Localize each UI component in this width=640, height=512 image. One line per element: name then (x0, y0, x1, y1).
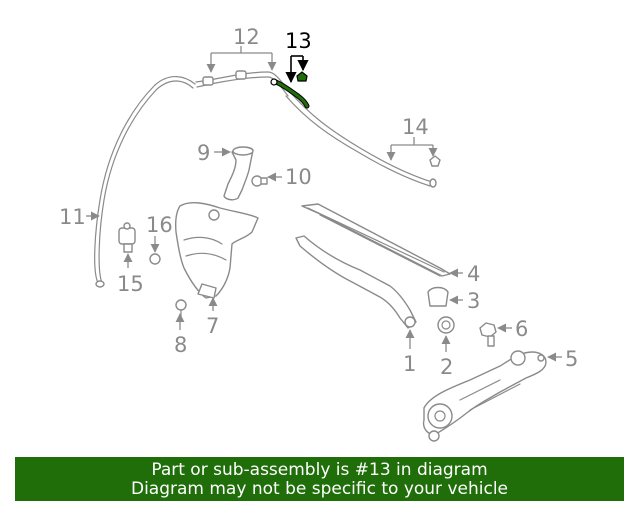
leader-lines (86, 46, 562, 362)
callout-labels: 12 13 14 9 10 11 16 15 7 8 4 3 6 5 1 2 (59, 25, 578, 379)
banner-line-2: Diagram may not be specific to your vehi… (130, 479, 508, 499)
callout-16: 16 (146, 213, 173, 237)
callout-10: 10 (285, 165, 312, 189)
callout-11: 11 (59, 205, 86, 229)
pump-part-15 (118, 222, 136, 253)
callout-7: 7 (206, 314, 219, 338)
wiper-motor-linkage-part-5 (422, 350, 547, 442)
callout-15: 15 (117, 272, 144, 296)
callout-2: 2 (440, 355, 453, 379)
callout-13: 13 (285, 29, 312, 53)
banner-line-1: Part or sub-assembly is #13 in diagram (151, 460, 488, 480)
washer-hose-part-14 (285, 91, 441, 188)
callout-4: 4 (467, 262, 480, 286)
callout-9: 9 (197, 141, 210, 165)
nut-part-2 (437, 316, 455, 334)
callout-3: 3 (467, 289, 480, 313)
callout-6: 6 (515, 317, 528, 341)
wiper-arm-part-1 (295, 235, 417, 329)
screw-part-8 (175, 299, 187, 319)
info-banner: Part or sub-assembly is #13 in diagram D… (15, 457, 624, 501)
cap-part-3 (427, 286, 449, 307)
callout-14: 14 (402, 115, 429, 139)
callout-12: 12 (233, 25, 260, 49)
filler-neck-part-9 (223, 146, 254, 201)
grommet-part-16 (149, 253, 161, 265)
callout-5: 5 (565, 347, 578, 371)
bolt-part-10 (251, 175, 268, 187)
reservoir-part-7 (174, 201, 259, 299)
washer-hose-part-11 (94, 76, 196, 288)
highlighted-part-13 (270, 71, 310, 109)
callout-8: 8 (174, 333, 187, 357)
parts-diagram: 12 13 14 9 10 11 16 15 7 8 4 3 6 5 1 2 (59, 25, 578, 442)
callout-1: 1 (403, 352, 416, 376)
washer-hose-part-12 (195, 70, 291, 97)
bolt-part-6 (479, 322, 497, 347)
